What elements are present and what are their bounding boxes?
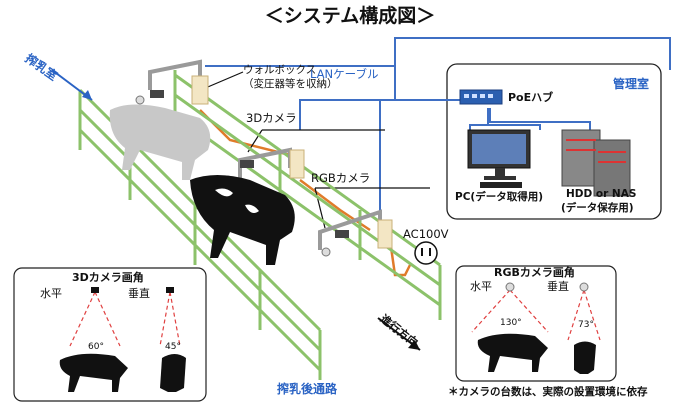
cow-grey (109, 104, 211, 180)
wall-boxes (191, 75, 393, 249)
cow-black (190, 175, 295, 265)
inset-3d-cow-side (59, 353, 128, 392)
cow-figures (109, 104, 295, 265)
camera-count-note: ＊カメラの台数は、実際の設置環境に依存 (448, 386, 648, 398)
inset-3d-title: 3Dカメラ画角 (72, 271, 144, 284)
wall-box-sub-label: （変圧器等を収納） (243, 78, 338, 90)
wall-box-label: ウォルボックス (243, 64, 317, 76)
3d-camera-label: 3Dカメラ (246, 111, 297, 125)
inset-rgb-cow-front (574, 341, 596, 374)
lan-cable-label: LANケーブル (310, 67, 379, 81)
rgb-camera-icon (135, 95, 145, 105)
inset-rgb-vertical-label: 垂直 (547, 280, 569, 293)
storage-label-line1: HDD or NAS (566, 188, 637, 200)
inset-3d-horizontal-label: 水平 (40, 287, 62, 300)
ac-outlet-icon (414, 241, 438, 265)
inset-rgb-cow-side (477, 333, 548, 372)
3d-angle-lines (69, 291, 181, 347)
inset-3d-vertical-label: 垂直 (128, 287, 150, 300)
inset-rgb-horizontal-label: 水平 (470, 280, 492, 293)
control-room-box (446, 63, 662, 220)
pc-icon (467, 129, 531, 188)
lan-cable-lines (205, 37, 671, 215)
ac100v-label: AC100V (403, 227, 449, 241)
inset-3d-angle-h: 60° (88, 342, 104, 352)
rgb-angle-lines (471, 289, 601, 341)
inset-rgb-angle-v: 73° (578, 320, 594, 330)
pc-label: PC(データ取得用) (455, 191, 543, 203)
inset-3d-cow-front (160, 354, 186, 392)
poe-hub-label: PoEハブ (508, 91, 554, 104)
3d-camera-icon (240, 160, 254, 168)
rgb-camera-label: RGBカメラ (311, 171, 371, 185)
storage-label-line2: (データ保存用) (561, 202, 634, 214)
3d-camera-icon (335, 230, 349, 238)
3d-camera-icon (150, 90, 164, 98)
rgb-camera-icon (321, 247, 331, 257)
inset-rgb-title: RGBカメラ画角 (494, 266, 575, 279)
inset-3d-angle-v: 45° (165, 342, 181, 352)
inset-rgb-angle-h: 130° (500, 318, 522, 328)
storage-server-icon (561, 129, 631, 197)
control-room-label: 管理室 (613, 77, 650, 91)
passage-label: 搾乳後通路 (277, 382, 338, 396)
page-title: ＜システム構成図＞ (264, 5, 436, 27)
